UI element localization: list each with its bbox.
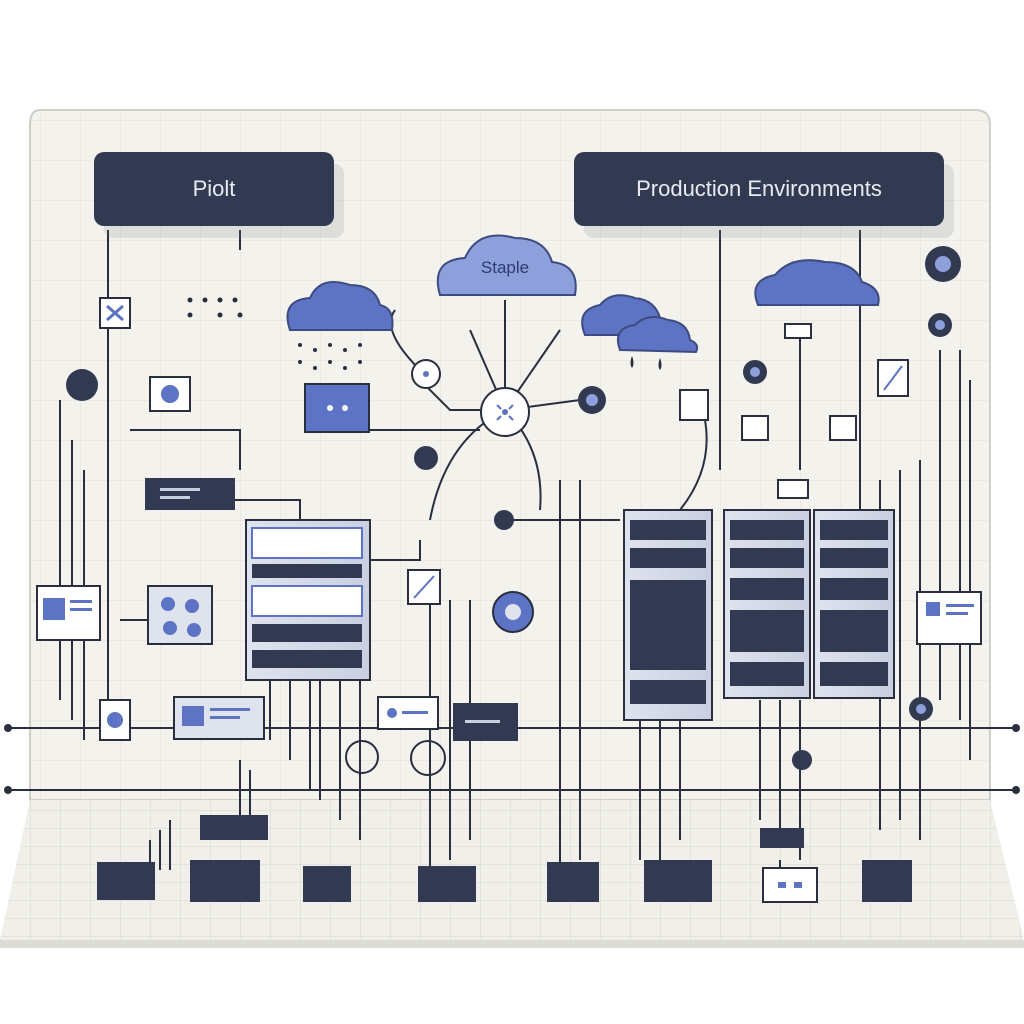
list-card-dark[interactable] <box>145 478 235 510</box>
doc-card-bottom[interactable] <box>173 696 265 740</box>
loop-icons <box>345 740 446 776</box>
server-rack-icon-left[interactable] <box>245 519 371 681</box>
list-card-dark-2[interactable] <box>453 703 518 741</box>
hub-node-icon[interactable] <box>480 387 530 437</box>
cloud-icon-center[interactable] <box>436 234 577 296</box>
production-label: Production Environments <box>636 176 882 201</box>
server-rack-icon-right-3[interactable] <box>813 509 895 699</box>
small-device-icons <box>679 323 857 499</box>
cloud-icon-right <box>754 259 880 306</box>
server-rack-icon-right-2[interactable] <box>723 509 811 699</box>
stack-icons[interactable] <box>97 815 912 903</box>
card-icon[interactable] <box>99 297 131 329</box>
server-rack-icon-right-1[interactable] <box>623 509 713 721</box>
gear-icon[interactable] <box>492 591 534 633</box>
gear-cluster-card[interactable] <box>147 585 213 645</box>
target-icon[interactable] <box>66 246 961 770</box>
gear-card[interactable] <box>149 376 191 412</box>
node-card-blue[interactable] <box>304 383 370 433</box>
hub-node-small[interactable] <box>411 359 441 389</box>
cloud-icon-left <box>286 281 394 331</box>
cloud-label: Staple <box>480 258 530 277</box>
doc-card-right[interactable] <box>916 591 982 645</box>
chart-card[interactable] <box>877 359 909 397</box>
doc-card-left[interactable] <box>36 585 101 641</box>
toggle-card[interactable] <box>377 696 439 730</box>
pilot-label-box[interactable]: Piolt <box>94 152 334 226</box>
dot-grid <box>4 297 1020 794</box>
badge-card[interactable] <box>99 699 131 741</box>
slider-card[interactable] <box>407 569 441 605</box>
production-label-box[interactable]: Production Environments <box>574 152 944 226</box>
cloud-icon-right-small <box>581 294 699 370</box>
pilot-label: Piolt <box>192 176 236 201</box>
